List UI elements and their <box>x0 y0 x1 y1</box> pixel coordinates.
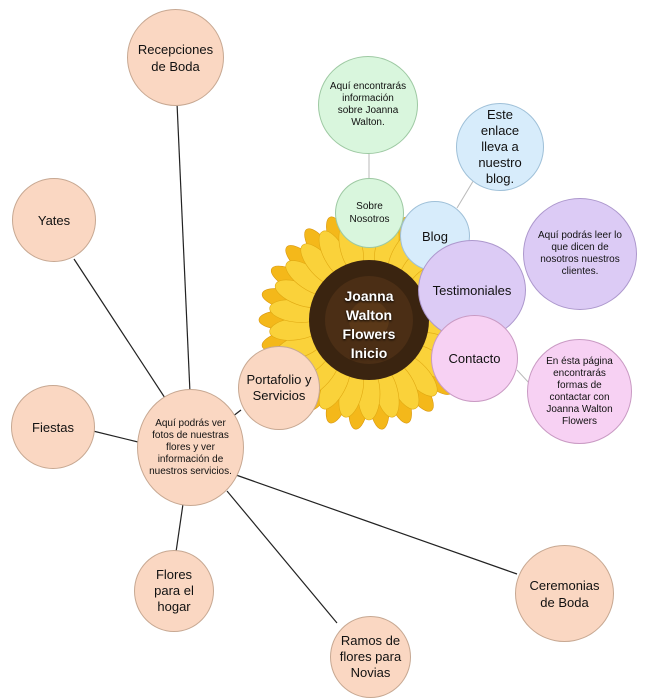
node-fiestas-label: Fiestas <box>32 419 74 435</box>
center-title[interactable]: Joanna Walton Flowers Inicio <box>317 287 421 363</box>
sunflower-center-core <box>349 300 389 340</box>
node-portafolio-desc: Aquí podrás ver fotos de nuestras flores… <box>137 389 244 506</box>
node-blog-desc: Este enlace lleva a nuestro blog. <box>456 103 544 191</box>
connector-ceremonias <box>235 474 518 575</box>
node-contacto-desc-text: En ésta página encontrarás formas de con… <box>546 355 613 427</box>
connector-yates <box>73 258 166 399</box>
connector-ramos <box>226 490 338 624</box>
node-sobre-label: Sobre Nosotros <box>349 201 390 225</box>
node-portafolio-y-servicios[interactable]: Portafolio y Servicios <box>238 346 320 430</box>
node-ramos-label: Ramos de flores para Novias <box>339 633 402 680</box>
center-title-line-1: Joanna <box>344 288 394 304</box>
node-flores-hogar-label: Flores para el hogar <box>154 567 194 614</box>
node-portafolio-desc-text: Aquí podrás ver fotos de nuestras flores… <box>149 417 232 477</box>
node-testimoniales-desc-text: Aquí podrás leer lo que dicen de nosotro… <box>538 230 622 277</box>
connector-fiestas <box>92 430 139 443</box>
node-sobre-desc-text: Aquí encontrarás información sobre Joann… <box>329 81 407 128</box>
node-yates[interactable]: Yates <box>12 178 96 262</box>
node-testimoniales-desc: Aquí podrás leer lo que dicen de nosotro… <box>523 198 637 310</box>
center-title-line-4: Inicio <box>350 345 388 361</box>
center-title-line-3: Flowers <box>342 326 396 342</box>
node-sobre-desc: Aquí encontrarás información sobre Joann… <box>318 56 418 154</box>
node-contacto-label: Contacto <box>448 351 501 366</box>
connector-flores-hogar <box>175 503 184 553</box>
connector-blog <box>456 177 476 209</box>
node-sobre-nosotros[interactable]: Sobre Nosotros <box>335 178 404 248</box>
node-flores-para-el-hogar[interactable]: Flores para el hogar <box>134 550 214 632</box>
node-blog-label: Blog <box>421 228 449 244</box>
node-contacto-desc: En ésta página encontrarás formas de con… <box>527 339 632 444</box>
node-yates-label: Yates <box>37 212 71 228</box>
node-recepciones-de-boda[interactable]: Recepciones de Boda <box>127 9 224 106</box>
node-ceremonias-de-boda[interactable]: Ceremonias de Boda <box>515 545 614 642</box>
node-contacto[interactable]: Contacto <box>431 315 518 402</box>
node-portafolio-label: Portafolio y Servicios <box>246 372 312 403</box>
node-fiestas[interactable]: Fiestas <box>11 385 95 469</box>
node-blog-desc-text: Este enlace lleva a nuestro blog. <box>478 107 522 186</box>
node-recepciones-label: Recepciones de Boda <box>137 41 214 74</box>
node-ramos-de-flores-para-novias[interactable]: Ramos de flores para Novias <box>330 616 411 698</box>
node-testimoniales-label: Testimoniales <box>432 282 512 298</box>
center-title-line-2: Walton <box>345 307 393 323</box>
node-ceremonias-label: Ceremonias de Boda <box>529 577 600 610</box>
connector-recepciones <box>176 102 191 394</box>
